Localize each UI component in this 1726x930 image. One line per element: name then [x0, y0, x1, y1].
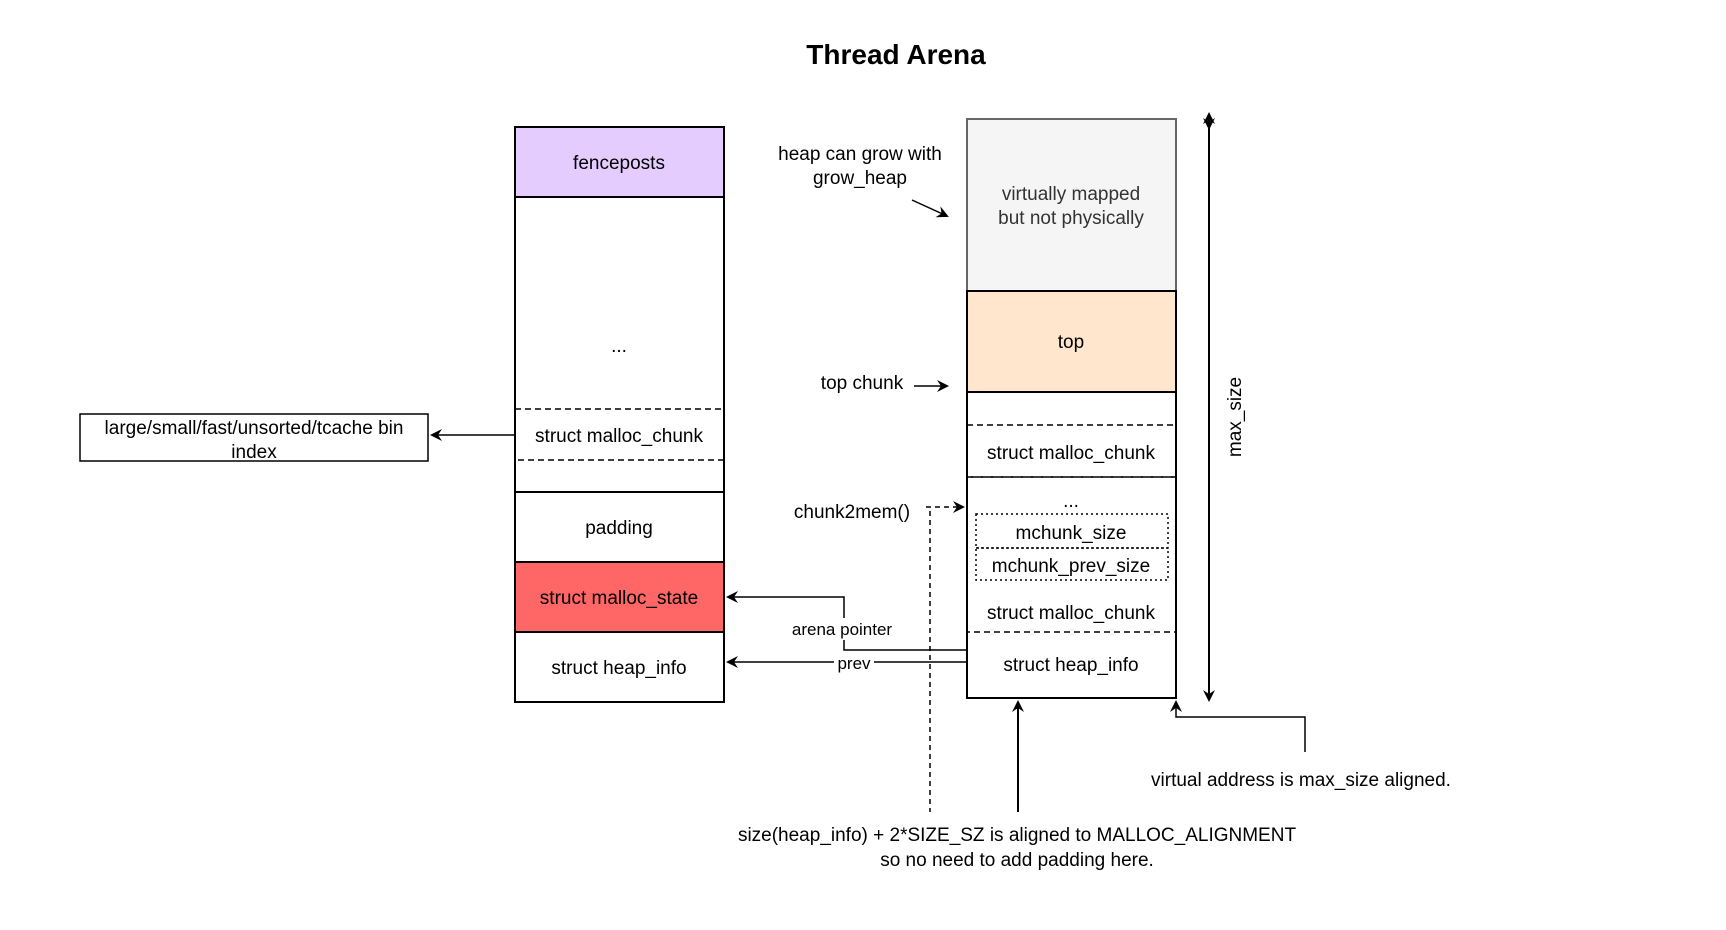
- arena-pointer-label-bg: [784, 618, 904, 640]
- right-malloc-chunk-2[interactable]: [966, 476, 1177, 633]
- chunk2mem-label: chunk2mem(): [794, 502, 910, 523]
- left-heap-info-label: struct heap_info: [551, 658, 686, 679]
- padding-label: padding: [585, 518, 653, 539]
- malloc-state-block[interactable]: [514, 561, 725, 633]
- mchunk-prev-size-label: mchunk_prev_size: [992, 556, 1150, 577]
- right-heap-info-label: struct heap_info: [1003, 655, 1138, 676]
- max-size-aligned-label: virtual address is max_size aligned.: [1151, 770, 1451, 791]
- unmapped-line2: but not physically: [998, 208, 1144, 229]
- malloc-state-label: struct malloc_state: [540, 588, 698, 609]
- mchunk-prev-size-field[interactable]: [975, 547, 1169, 581]
- prev-label: prev: [837, 654, 871, 673]
- top-block[interactable]: [966, 290, 1177, 393]
- right-malloc-chunk-1-label: struct malloc_chunk: [987, 443, 1155, 464]
- max-size-aligned-arrow: [1170, 700, 1306, 752]
- alignment-note-line1: size(heap_info) + 2*SIZE_SZ is aligned t…: [738, 825, 1297, 846]
- bin-index-rect[interactable]: [79, 413, 429, 462]
- diagram-title: Thread Arena: [806, 39, 986, 70]
- grow-heap-line2: grow_heap: [813, 168, 907, 189]
- mchunk-size-label: mchunk_size: [1016, 523, 1127, 544]
- alignment-note-line2: so no need to add padding here.: [880, 850, 1154, 871]
- prev-label-bg: [834, 652, 874, 672]
- left-ellipsis: ...: [611, 336, 627, 357]
- top-label: top: [1058, 332, 1084, 353]
- right-malloc-chunk-2-label: struct malloc_chunk: [987, 603, 1155, 624]
- left-malloc-chunk-label: struct malloc_chunk: [535, 426, 703, 447]
- right-heap-lower-outline: [966, 391, 1177, 699]
- bin-index-line1: large/small/fast/unsorted/tcache bin: [105, 418, 404, 439]
- fenceposts-block[interactable]: [514, 126, 725, 198]
- bin-index-box: large/small/fast/unsorted/tcache bin ind…: [79, 413, 429, 463]
- arena-pointer-label: arena pointer: [792, 620, 893, 639]
- unmapped-block[interactable]: [966, 118, 1177, 292]
- right-ellipsis: ...: [1063, 491, 1079, 512]
- max-size-label: max_size: [1225, 377, 1246, 457]
- fenceposts-label: fenceposts: [573, 153, 665, 174]
- right-heap: virtually mapped but not physically top …: [966, 118, 1177, 699]
- grow-heap-arrow: [911, 199, 949, 218]
- grow-heap-line1: heap can grow with: [778, 144, 942, 165]
- unmapped-line1: virtually mapped: [1002, 184, 1140, 205]
- top-chunk-label: top chunk: [821, 373, 904, 394]
- bin-index-line2: index: [231, 442, 277, 463]
- left-heap: fenceposts ... struct malloc_chunk paddi…: [514, 126, 725, 703]
